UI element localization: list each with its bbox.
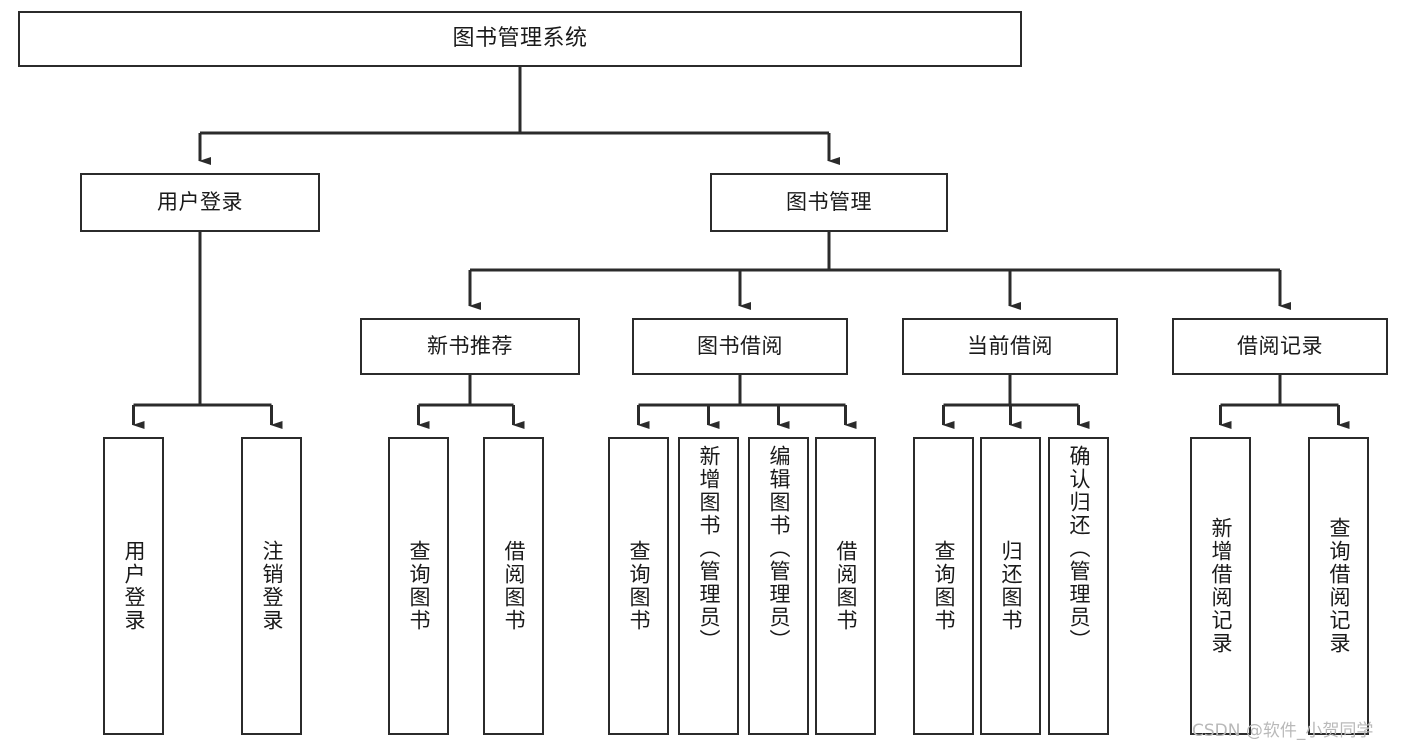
node-new-book-recommend-label: 新书推荐 (427, 334, 513, 359)
leaf-user-login[interactable]: 用户登录 (103, 437, 164, 735)
leaf-query-book-borrow[interactable]: 查询图书 (608, 437, 669, 735)
node-new-book-recommend[interactable]: 新书推荐 (360, 318, 580, 375)
leaf-query-borrow-record-label: 查询借阅记录 (1327, 517, 1351, 655)
node-current-borrow[interactable]: 当前借阅 (902, 318, 1118, 375)
leaf-edit-book-admin[interactable]: 编辑图书（管理员） (748, 437, 809, 735)
leaf-borrow-book-recommend-label: 借阅图书 (502, 540, 526, 632)
leaf-query-book-current[interactable]: 查询图书 (913, 437, 974, 735)
leaf-confirm-return-admin[interactable]: 确认归还（管理员） (1048, 437, 1109, 735)
node-book-borrow-label: 图书借阅 (697, 334, 783, 359)
leaf-query-book-recommend-label: 查询图书 (407, 540, 431, 632)
leaf-add-borrow-record[interactable]: 新增借阅记录 (1190, 437, 1251, 735)
leaf-borrow-book[interactable]: 借阅图书 (815, 437, 876, 735)
leaf-query-borrow-record[interactable]: 查询借阅记录 (1308, 437, 1369, 735)
leaf-borrow-book-label: 借阅图书 (834, 540, 858, 632)
leaf-logout-label: 注销登录 (260, 540, 284, 632)
leaf-confirm-return-admin-label: 确认归还（管理员） (1067, 445, 1091, 652)
leaf-borrow-book-recommend[interactable]: 借阅图书 (483, 437, 544, 735)
node-book-management-label: 图书管理 (786, 190, 872, 215)
csdn-watermark: CSDN @软件_小贺同学 (1192, 721, 1374, 741)
node-borrow-record-label: 借阅记录 (1237, 334, 1323, 359)
node-borrow-record[interactable]: 借阅记录 (1172, 318, 1388, 375)
leaf-edit-book-admin-label: 编辑图书（管理员） (767, 445, 791, 652)
node-book-management[interactable]: 图书管理 (710, 173, 948, 232)
leaf-add-book-admin-label: 新增图书（管理员） (697, 445, 721, 652)
node-root-label: 图书管理系统 (452, 26, 588, 52)
leaf-add-book-admin[interactable]: 新增图书（管理员） (678, 437, 739, 735)
node-user-login[interactable]: 用户登录 (80, 173, 320, 232)
node-current-borrow-label: 当前借阅 (967, 334, 1053, 359)
node-user-login-label: 用户登录 (157, 190, 243, 215)
leaf-return-book[interactable]: 归还图书 (980, 437, 1041, 735)
leaf-user-login-label: 用户登录 (122, 540, 146, 632)
leaf-query-book-borrow-label: 查询图书 (627, 540, 651, 632)
leaf-query-book-current-label: 查询图书 (932, 540, 956, 632)
leaf-logout[interactable]: 注销登录 (241, 437, 302, 735)
node-book-borrow[interactable]: 图书借阅 (632, 318, 848, 375)
node-root[interactable]: 图书管理系统 (18, 11, 1022, 67)
leaf-add-borrow-record-label: 新增借阅记录 (1209, 517, 1233, 655)
leaf-return-book-label: 归还图书 (999, 540, 1023, 632)
leaf-query-book-recommend[interactable]: 查询图书 (388, 437, 449, 735)
